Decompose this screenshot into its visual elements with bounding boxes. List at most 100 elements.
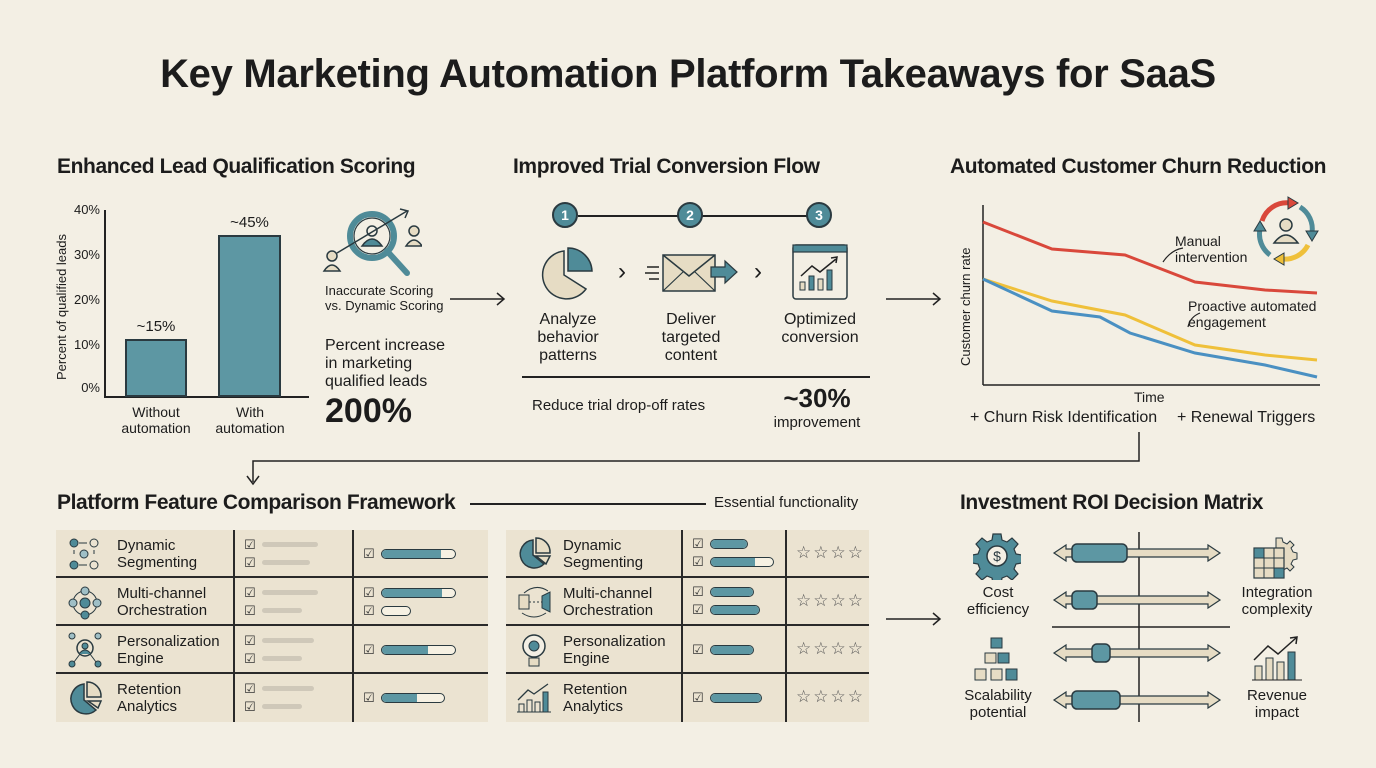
y-tick: 10% — [73, 337, 100, 352]
cycle-person-icon — [1253, 196, 1319, 266]
checkbox-icon: ☑ — [692, 554, 704, 569]
step-1-badge: 1 — [552, 202, 578, 228]
star-rating: ☆☆☆☆ — [796, 591, 865, 610]
legend-line — [470, 503, 706, 505]
trial-section-title: Improved Trial Conversion Flow — [513, 155, 820, 178]
checkbox-icon: ☑ — [244, 603, 256, 618]
magnifier-people-icon — [322, 208, 422, 276]
arrow-right-icon — [450, 292, 506, 306]
checkbox-icon: ☑ — [244, 555, 256, 570]
y-axis — [104, 210, 106, 397]
segmenting-icon — [69, 538, 99, 570]
capability-bar: ☑ — [363, 545, 457, 563]
churn-y-axis-label: Customer churn rate — [958, 247, 973, 367]
checkbox-icon: ☑ — [244, 585, 256, 600]
checkbox-icon: ☑ — [244, 537, 256, 552]
capability-bars: ☑ ☑ — [692, 535, 775, 571]
star-rating: ☆☆☆☆ — [796, 543, 865, 562]
essential-checks: ☑ ☑ — [244, 632, 315, 668]
x-axis — [104, 396, 309, 398]
y-tick: 20% — [73, 292, 100, 307]
capability-bar: ☑ — [363, 689, 446, 707]
section-connector-arrow — [246, 432, 1140, 486]
trial-footer-text: Reduce trial drop-off rates — [532, 397, 706, 414]
capability-bars: ☑ ☑ — [692, 583, 761, 619]
lightbulb-gear-icon — [522, 634, 546, 667]
star-rating: ☆☆☆☆ — [796, 687, 865, 706]
churn-bullet-risk: + Churn Risk Identification — [970, 409, 1158, 426]
lead-stat-value: 200% — [325, 392, 412, 430]
essential-checks: ☑ ☑ — [244, 536, 319, 572]
trial-footer-value-label: improvement — [773, 414, 861, 431]
checkbox-icon: ☑ — [692, 602, 704, 617]
churn-x-axis-label: Time — [1134, 389, 1165, 405]
roi-slider-thumb — [1071, 543, 1128, 563]
multichannel-sync-icon — [518, 587, 551, 618]
bar-value-label: ~45% — [230, 214, 269, 231]
checkbox-icon: ☑ — [363, 603, 375, 618]
legend-label: Essential functionality — [714, 494, 859, 511]
arrow-right-icon — [886, 292, 942, 306]
checkbox-icon: ☑ — [244, 651, 256, 666]
integration-grid-gear-icon — [1253, 537, 1298, 579]
roi-slider-thumb — [1071, 690, 1121, 710]
checkbox-icon: ☑ — [363, 585, 375, 600]
roi-slider-thumb — [1071, 590, 1098, 610]
checkbox-icon: ☑ — [244, 699, 256, 714]
star-rating: ☆☆☆☆ — [796, 639, 865, 658]
pie-chart-icon — [541, 247, 593, 300]
revenue-growth-icon — [1252, 636, 1302, 681]
roi-slider-thumb — [1091, 643, 1111, 663]
email-send-icon — [645, 254, 738, 292]
checkbox-icon: ☑ — [363, 546, 375, 561]
lead-bar-chart: Percent of qualified leads 40% 30% 20% 1… — [50, 200, 310, 440]
churn-section-title: Automated Customer Churn Reduction — [950, 155, 1327, 178]
lead-section-title: Enhanced Lead Qualification Scoring — [57, 155, 416, 178]
chevron-right-icon: › — [618, 258, 626, 285]
bar-with-automation — [218, 235, 281, 397]
arrow-right-icon — [886, 612, 942, 626]
retention-pie-icon — [70, 681, 103, 715]
page-title: Key Marketing Automation Platform Takeaw… — [160, 52, 1216, 96]
features-section-title: Platform Feature Comparison Framework — [57, 491, 456, 514]
checkbox-icon: ☑ — [244, 633, 256, 648]
step-3-badge: 3 — [806, 202, 832, 228]
capability-bar: ☑ — [692, 641, 755, 659]
y-tick: 0% — [81, 380, 100, 395]
scoring-caption: Inaccurate Scoring vs. Dynamic Scoring — [325, 283, 444, 313]
checkbox-icon: ☑ — [244, 681, 256, 696]
svg-text:$: $ — [993, 548, 1001, 564]
capability-bars: ☑ ☑ — [363, 584, 457, 620]
chevron-right-icon: › — [754, 258, 762, 285]
roi-section-title: Investment ROI Decision Matrix — [960, 491, 1264, 514]
trial-footer-value: ~30% — [783, 383, 851, 413]
step-2-badge: 2 — [677, 202, 703, 228]
churn-line-chart — [982, 205, 1320, 386]
capability-bar: ☑ — [363, 641, 457, 659]
